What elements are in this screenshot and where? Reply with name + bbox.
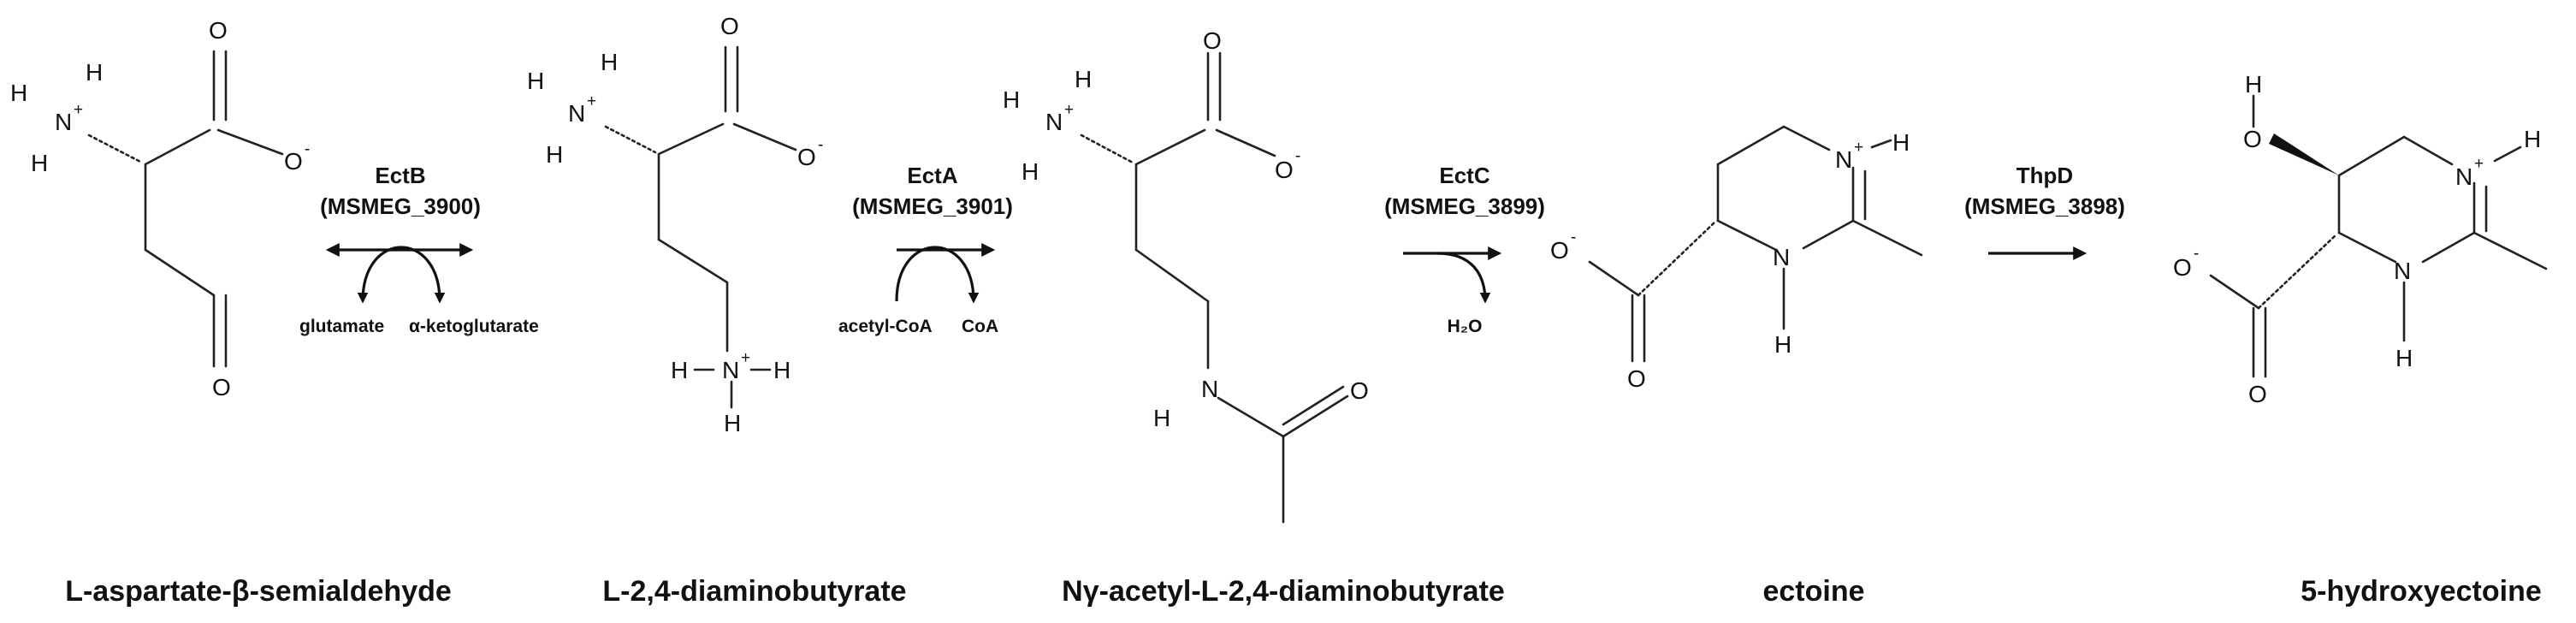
reaction-thpd: ThpD (MSMEG_3898) xyxy=(1964,163,2125,260)
enzyme-locus: (MSMEG_3901) xyxy=(852,193,1013,219)
atom-label: O xyxy=(209,17,228,44)
charge-label: - xyxy=(1295,147,1300,165)
atom-label: O xyxy=(1350,377,1369,404)
atom-label: H xyxy=(671,357,688,383)
molecule-acetyl-diaminobutyrate: H H N + H O O - N H O xyxy=(1003,27,1369,524)
enzyme-name: ThpD xyxy=(2016,163,2073,188)
enzyme-locus: (MSMEG_3899) xyxy=(1384,193,1545,219)
cofactor-out: H₂O xyxy=(1448,317,1483,336)
atom-label: H xyxy=(724,410,741,436)
charge-label: - xyxy=(818,136,823,154)
atom-label: H xyxy=(2524,126,2541,152)
enzyme-name: EctA xyxy=(907,163,957,188)
atom-label: H xyxy=(1153,405,1170,431)
atom-label: H xyxy=(31,150,48,176)
atom-label: O xyxy=(1275,157,1294,183)
compound-name: ectoine xyxy=(1762,575,1864,608)
enzyme-locus: (MSMEG_3898) xyxy=(1964,193,2125,219)
atom-label: O xyxy=(2248,381,2267,407)
atom-label: N xyxy=(722,357,739,383)
atom-label: H xyxy=(1022,158,1039,185)
reaction-ectb: EctB (MSMEG_3900) glutamate α-ketoglutar… xyxy=(299,163,539,336)
atom-label: H xyxy=(86,59,103,86)
compound-name: L-2,4-diaminobutyrate xyxy=(602,575,906,608)
atom-label: H xyxy=(546,141,563,168)
molecule-aspartate-semialdehyde: H H N + H O O - O xyxy=(10,17,310,400)
cofactor-out: CoA xyxy=(962,317,998,336)
reaction-ectc: EctC (MSMEG_3899) H₂O xyxy=(1384,163,1545,336)
atom-label: N xyxy=(55,109,72,135)
atom-label: H xyxy=(773,357,791,383)
atom-label: N xyxy=(1045,109,1063,135)
atom-label: O xyxy=(1627,365,1646,392)
atom-label: H xyxy=(527,68,544,94)
cofactor-in: acetyl-CoA xyxy=(838,317,933,336)
charge-label: + xyxy=(2474,155,2484,173)
atom-label: H xyxy=(1075,66,1092,92)
atom-label: H xyxy=(1892,129,1910,156)
atom-label: O xyxy=(1550,237,1569,264)
atom-label: N xyxy=(2455,163,2472,190)
molecule-hydroxyectoine: H O N + H N H O - O xyxy=(2173,71,2548,407)
cofactor-in: glutamate xyxy=(299,317,384,336)
atom-label: O xyxy=(1203,27,1222,54)
atom-label: N xyxy=(2394,258,2411,284)
enzyme-name: EctC xyxy=(1439,163,1489,188)
compound-name: L-aspartate-β-semialdehyde xyxy=(65,575,452,608)
reaction-ecta: EctA (MSMEG_3901) acetyl-CoA CoA xyxy=(838,163,1013,336)
charge-label: + xyxy=(1064,101,1074,119)
atom-label: N xyxy=(1835,146,1852,173)
atom-label: O xyxy=(720,13,739,39)
enzyme-name: EctB xyxy=(375,163,425,188)
atom-label: N xyxy=(1201,376,1218,402)
charge-label: + xyxy=(74,101,83,119)
charge-label: - xyxy=(2194,245,2199,263)
atom-label: O xyxy=(2243,126,2262,152)
charge-label: + xyxy=(741,349,750,367)
enzyme-locus: (MSMEG_3900) xyxy=(320,193,481,219)
compound-name: Nγ-acetyl-L-2,4-diaminobutyrate xyxy=(1062,575,1505,608)
compound-name: 5-hydroxyectoine xyxy=(2301,575,2542,608)
atom-label: H xyxy=(601,49,618,75)
atom-label: O xyxy=(284,148,303,175)
atom-label: O xyxy=(2173,254,2192,281)
molecule-diaminobutyrate: H H N + H O O - H N + H H xyxy=(527,13,823,436)
atom-label: H xyxy=(1774,331,1791,358)
atom-label: O xyxy=(212,374,231,400)
charge-label: + xyxy=(587,92,596,110)
molecule-ectoine: N + H N H O - O xyxy=(1550,125,1923,392)
atom-label: O xyxy=(797,144,816,170)
atom-label: N xyxy=(568,100,585,127)
cofactor-out: α-ketoglutarate xyxy=(409,317,539,336)
atom-label: H xyxy=(10,80,27,106)
atom-label: N xyxy=(1773,244,1790,270)
atom-label: H xyxy=(2245,71,2262,98)
atom-label: H xyxy=(2395,345,2413,371)
charge-label: + xyxy=(1854,139,1863,157)
atom-label: H xyxy=(1003,86,1020,113)
charge-label: - xyxy=(1571,228,1576,246)
charge-label: - xyxy=(305,140,310,158)
